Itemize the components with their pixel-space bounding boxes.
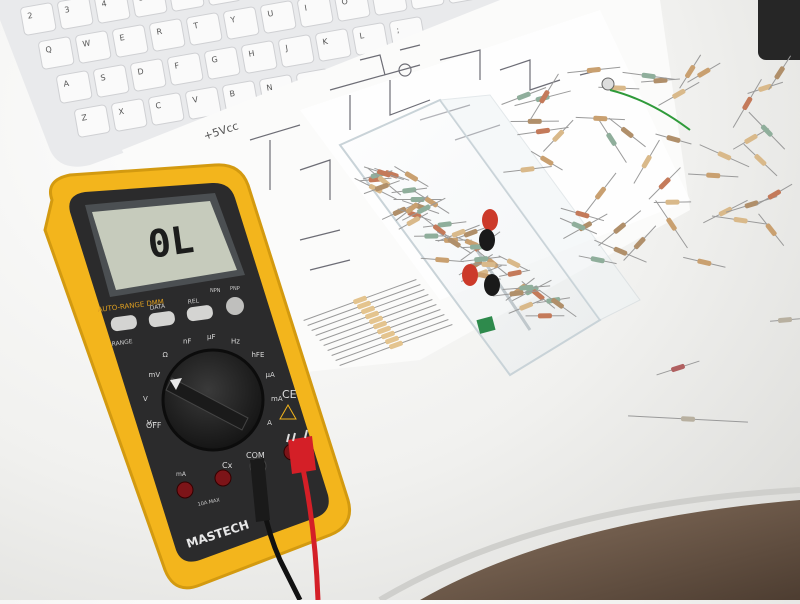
keyboard-key[interactable]: A xyxy=(56,70,92,103)
keyboard-key[interactable]: 2 xyxy=(20,2,56,35)
keyboard-key[interactable]: X xyxy=(111,98,147,131)
svg-text:NPN: NPN xyxy=(210,288,221,294)
resistor xyxy=(755,182,793,207)
10a-jack[interactable] xyxy=(177,482,193,498)
dark-corner-object xyxy=(758,0,800,60)
lcd-reading: 0L xyxy=(145,217,196,267)
keyboard-key-label: O xyxy=(341,0,349,7)
dial-label: μF xyxy=(207,333,215,341)
dial-label: A xyxy=(267,419,272,427)
capacitor xyxy=(479,229,495,251)
resistor xyxy=(757,212,786,247)
keyboard-key-label: W xyxy=(82,38,91,48)
capacitor xyxy=(462,264,478,286)
svg-text:PNP: PNP xyxy=(230,286,240,292)
dial-label: V xyxy=(143,395,148,403)
resistor xyxy=(688,172,738,180)
keyboard-key[interactable]: G xyxy=(204,46,240,79)
ce-mark: CE xyxy=(282,388,297,401)
loose-resistor xyxy=(770,316,800,324)
keyboard-key[interactable]: Q xyxy=(38,36,74,69)
rotary-selector-dial[interactable] xyxy=(163,350,263,450)
resistor xyxy=(742,142,779,177)
dial-label: Ω xyxy=(163,351,169,359)
keyboard-key[interactable]: T xyxy=(186,12,222,45)
hfe-socket[interactable] xyxy=(226,297,244,315)
resistor xyxy=(731,78,764,129)
dial-label: μA xyxy=(266,371,275,379)
keyboard-key[interactable]: R xyxy=(149,18,185,51)
keyboard-key[interactable]: F xyxy=(167,52,203,85)
dial-label: mV xyxy=(149,371,161,379)
keyboard-key[interactable]: Z xyxy=(74,104,110,137)
keyboard-key[interactable]: J xyxy=(278,34,314,67)
keyboard-key[interactable]: K xyxy=(315,28,351,61)
resistor xyxy=(747,110,786,151)
capacitor xyxy=(482,209,498,231)
keyboard-key[interactable]: U xyxy=(260,0,296,33)
dial-label: hFE xyxy=(252,351,265,359)
keyboard-key[interactable]: E xyxy=(112,24,148,57)
svg-text:Cx: Cx xyxy=(222,461,233,470)
dial-label: Hz xyxy=(231,338,240,346)
keyboard-key[interactable]: D xyxy=(130,58,166,91)
loose-resistor xyxy=(628,413,748,424)
cx-jack[interactable] xyxy=(215,470,231,486)
off-label: OFF xyxy=(146,421,162,430)
keyboard-key[interactable]: 3 xyxy=(57,0,93,30)
resistor xyxy=(683,255,726,270)
keyboard-key[interactable]: S xyxy=(93,64,129,97)
resistor xyxy=(677,53,702,89)
keyboard-key[interactable]: W xyxy=(75,30,111,63)
resistor xyxy=(699,142,750,169)
trimmer-potentiometer xyxy=(602,78,614,90)
svg-text:mA: mA xyxy=(176,471,187,478)
keyboard-key[interactable]: I xyxy=(297,0,333,28)
keyboard-key[interactable]: H xyxy=(241,40,277,73)
capacitor xyxy=(484,274,500,296)
keyboard-key[interactable]: C xyxy=(148,92,184,125)
keyboard-key[interactable]: Y xyxy=(223,6,259,39)
resistor xyxy=(747,80,784,96)
loose-resistor xyxy=(656,359,700,378)
dial-label: nF xyxy=(183,338,191,346)
